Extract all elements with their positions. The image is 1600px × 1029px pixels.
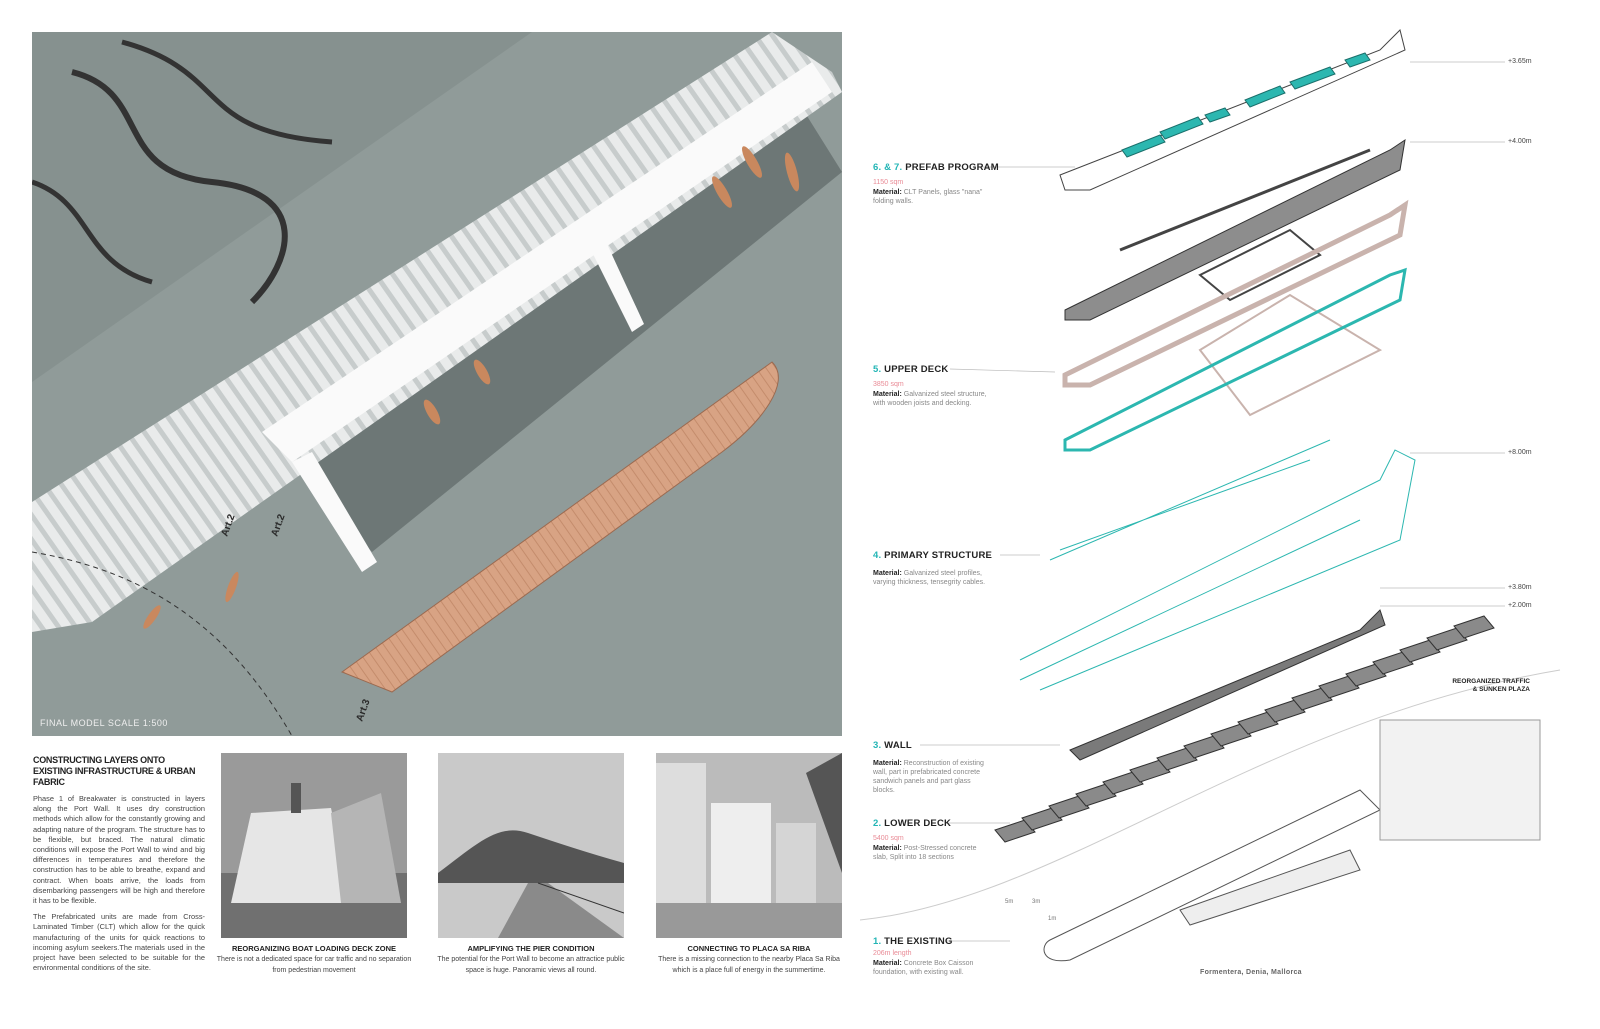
layer-name: PREFAB PROGRAM (905, 162, 999, 173)
layer-material: Reconstruction of existing wall, part in… (873, 760, 984, 794)
photo-caption-text: There is a missing connection to the nea… (658, 956, 840, 974)
material-label: Material: (873, 570, 902, 577)
layer-1-existing: 1. THE EXISTING 206m length Material: Co… (873, 936, 993, 977)
elevation-label: +3.65m (1508, 58, 1532, 65)
photo-ferry (221, 753, 407, 938)
lower-deck-section (1210, 723, 1252, 747)
layer-area: 1150 sqm (873, 179, 904, 186)
photo-caption-title: AMPLIFYING THE PIER CONDITION (467, 944, 595, 953)
photo-caption-title: REORGANIZING BOAT LOADING DECK ZONE (231, 944, 397, 953)
intro-paragraph: Phase 1 of Breakwater is constructed in … (33, 794, 205, 906)
photo-caption-text: The potential for the Port Wall to becom… (437, 956, 625, 974)
material-label: Material: (873, 845, 902, 852)
callout-traffic-plaza: REORGANIZED TRAFFIC & SUNKEN PLAZA (1452, 678, 1530, 693)
lower-deck-section (994, 819, 1036, 843)
model-caption: FINAL MODEL SCALE 1:500 (40, 718, 168, 728)
lower-deck-section (1453, 615, 1495, 639)
elevation-label: +8.00m (1508, 449, 1532, 456)
layer-number: 6. & 7. (873, 162, 903, 173)
layer-number: 4. (873, 550, 882, 561)
intro-section: CONSTRUCTING LAYERS ONTO EXISTING INFRAS… (33, 755, 205, 979)
layer-number: 5. (873, 364, 882, 375)
exploded-axonometric: 5m 3m 1m (860, 29, 1561, 962)
layer-area: 5400 sqm (873, 835, 904, 842)
place-label: Formentera, Denia, Mallorca (1200, 969, 1302, 976)
model-illustration: Art.2 Art.3 Art.2 (32, 32, 842, 736)
layer-5-upper-deck: 5. UPPER DECK 3850 sqm Material: Galvani… (873, 364, 993, 408)
lower-deck-section (1291, 687, 1333, 711)
layer-2-lower-deck: 2. LOWER DECK 5400 sqm Material: Post-St… (873, 818, 993, 862)
elevation-label: +4.00m (1508, 138, 1532, 145)
lower-deck-section (1048, 795, 1090, 819)
model-photo: Art.2 Art.3 Art.2 FINAL MODEL SCALE 1:50… (32, 32, 842, 736)
depth-label: 3m (1032, 899, 1040, 905)
lower-deck-section (1264, 699, 1306, 723)
photo-caption-text: There is not a dedicated space for car t… (216, 956, 412, 974)
layer-name: UPPER DECK (884, 364, 949, 375)
material-label: Material: (873, 391, 902, 398)
material-label: Material: (873, 760, 902, 767)
lower-deck-section (1345, 663, 1387, 687)
material-label: Material: (873, 189, 902, 196)
layer-area: 206m length (873, 950, 912, 957)
layer-number: 3. (873, 740, 882, 751)
intro-paragraph: The Prefabricated units are made from Cr… (33, 912, 205, 973)
layer-6-7-prefab-program: 6. & 7. PREFAB PROGRAM 1150 sqm Material… (873, 162, 999, 206)
layer-4-primary-structure: 4. PRIMARY STRUCTURE Material: Galvanize… (873, 550, 993, 587)
lower-deck-section (1102, 771, 1144, 795)
lower-deck-section (1237, 711, 1279, 735)
photo-caption-title: CONNECTING TO PLACA SA RIBA (687, 944, 811, 953)
layer-number: 1. (873, 936, 882, 947)
lower-deck-section (1129, 759, 1171, 783)
depth-label: 1m (1048, 916, 1056, 922)
layer-material: Post-Stressed concrete slab, Split into … (873, 845, 977, 861)
photo-pier (438, 753, 624, 938)
lower-deck-section (1021, 807, 1063, 831)
elevation-label: +2.00m (1508, 602, 1532, 609)
layer-name: WALL (884, 740, 912, 751)
layer-material: CLT Panels, glass "nana" folding walls. (873, 189, 983, 205)
lower-deck-section (1372, 651, 1414, 675)
lower-deck-section (1183, 735, 1225, 759)
lower-deck-section (1426, 627, 1468, 651)
layer-material: Galvanized steel structure, with wooden … (873, 391, 987, 407)
layer-material: Concrete Box Caisson foundation, with ex… (873, 960, 974, 976)
lower-deck-section (1075, 783, 1117, 807)
layer-name: PRIMARY STRUCTURE (884, 550, 993, 561)
lower-deck-section (1318, 675, 1360, 699)
layer-name: LOWER DECK (884, 818, 952, 829)
layer-material: Galvanized steel profiles, varying thick… (873, 570, 986, 586)
elevation-label: +3.80m (1508, 584, 1532, 591)
photo-placa-sa-riba (656, 753, 842, 938)
lower-deck-section (1156, 747, 1198, 771)
layer-number: 2. (873, 818, 882, 829)
lower-deck-section (1399, 639, 1441, 663)
intro-title: CONSTRUCTING LAYERS ONTO EXISTING INFRAS… (33, 755, 196, 787)
material-label: Material: (873, 960, 902, 967)
layer-name: THE EXISTING (884, 936, 953, 947)
layer-area: 3850 sqm (873, 381, 904, 388)
layer-3-wall: 3. WALL Material: Reconstruction of exis… (873, 740, 993, 795)
intro-text: Phase 1 of Breakwater is constructed in … (33, 794, 205, 973)
depth-label: 5m (1005, 899, 1013, 905)
